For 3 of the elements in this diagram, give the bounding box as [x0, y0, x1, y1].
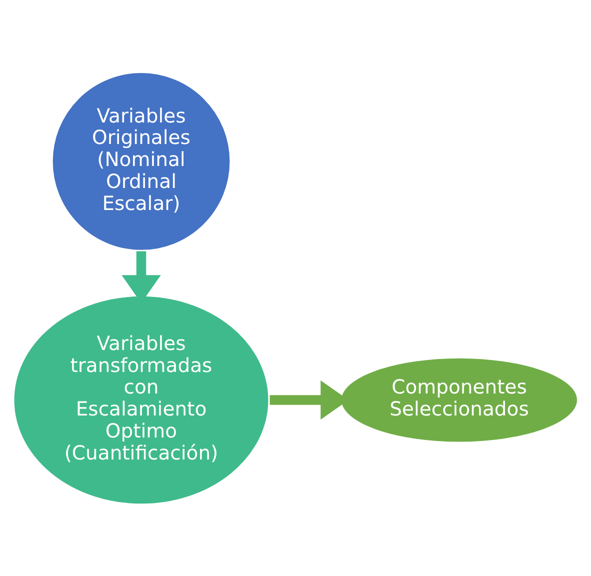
- node-ellipse: Variables transformadas con Escalamiento Optimo (Cuantificación): [12, 293, 271, 506]
- node-ellipse: Componentes Seleccionados: [339, 355, 580, 444]
- node-circle: Variables Originales (Nominal Ordinal Escalar): [50, 70, 232, 252]
